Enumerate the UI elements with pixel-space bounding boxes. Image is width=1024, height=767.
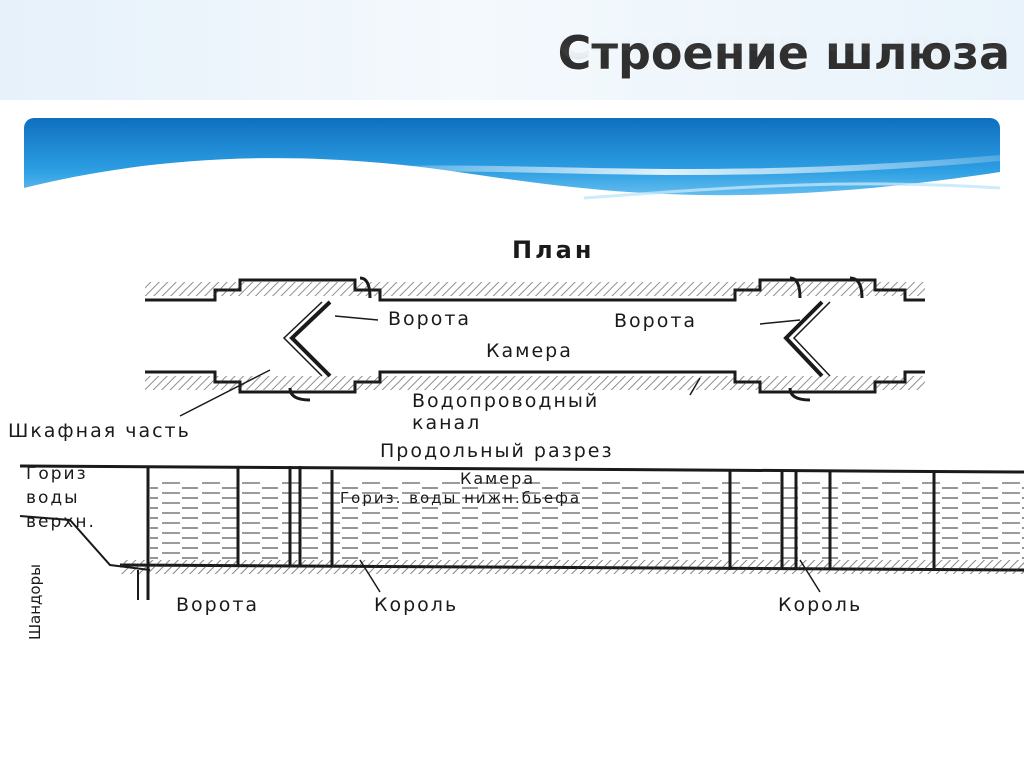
plan-leaders — [179, 315, 801, 417]
section-title: Продольный разрез — [380, 440, 614, 462]
section-verticals — [146, 466, 936, 600]
water-channel-label: Водопроводный — [412, 390, 600, 412]
gate-right-label: Ворота — [614, 310, 698, 332]
king-right-label: Король — [778, 594, 863, 616]
plan-bottom-wall — [145, 370, 925, 402]
upper-water-label-2: воды — [26, 488, 80, 508]
section-bottom-hatch — [120, 560, 1024, 574]
cabinet-part-label: Шкафная часть — [8, 420, 191, 442]
section-leaders — [359, 559, 821, 593]
lower-water-label: Гориз. воды нижн.бьефа — [340, 489, 582, 507]
vertical-label: Шандоры — [26, 564, 44, 640]
bottom-gate-label: Ворота — [176, 594, 260, 616]
section-slope — [19, 515, 151, 600]
header-background — [0, 0, 1024, 100]
chamber-label: Камера — [486, 340, 573, 362]
section-chamber-label: Камера — [460, 469, 536, 488]
king-left-label: Король — [374, 594, 459, 616]
slide-title: Строение шлюза — [557, 26, 1010, 80]
gate-left-label: Ворота — [388, 308, 472, 330]
lock-drawing — [19, 276, 1024, 600]
section-water — [150, 482, 1024, 560]
decorative-banner — [24, 118, 1000, 214]
plan-gates — [282, 300, 831, 378]
slide-title-reflection: Строение шлюза — [557, 14, 1010, 68]
lock-diagram: План Ворота Ворота Камера Водопроводный … — [0, 220, 1024, 670]
plan-top-wall — [145, 276, 925, 302]
upper-water-label-1: Гориз — [26, 464, 88, 484]
water-channel-label-2: канал — [412, 412, 482, 434]
plan-title: План — [512, 236, 595, 264]
upper-water-label-3: верхн. — [26, 512, 96, 532]
